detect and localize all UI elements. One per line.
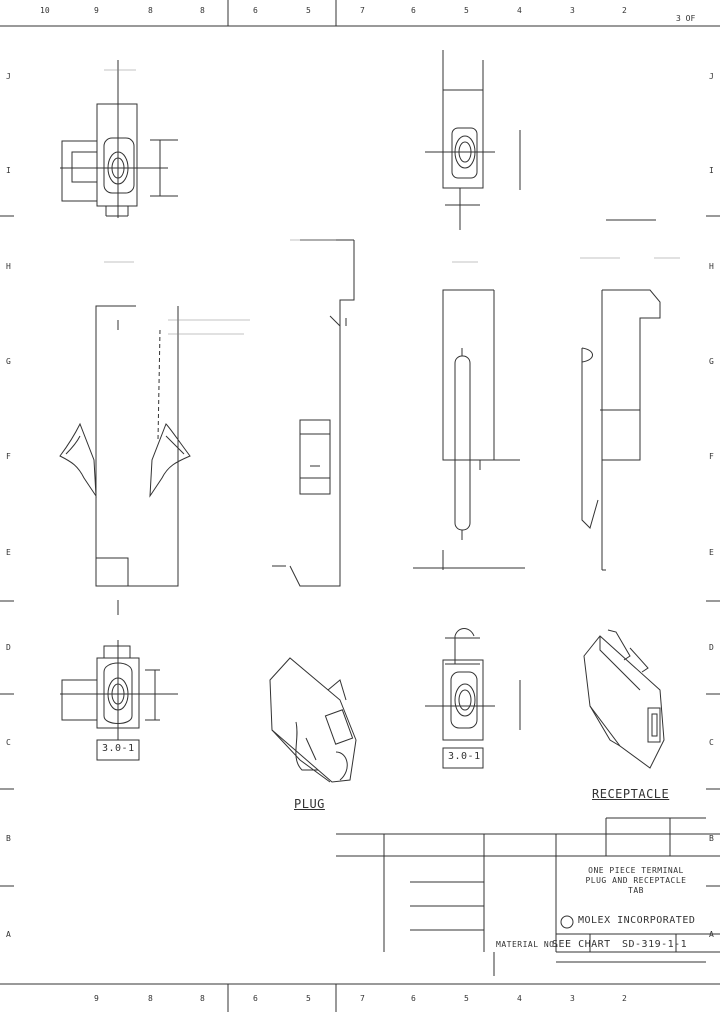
receptacle-top-view [413,289,525,570]
col-label: 9 [94,994,99,1003]
col-label: 5 [464,6,469,15]
col-label: 6 [411,6,416,15]
dimension-annotations [104,69,680,335]
row-label: D [6,643,11,652]
plug-end-mark: 3.0-1 [102,743,135,754]
row-label: G [709,357,714,366]
row-label: C [6,738,11,747]
col-label: 3 [570,994,575,1003]
receptacle-isometric-view [583,629,665,769]
row-label: D [709,643,714,652]
col-label: 4 [517,6,522,15]
col-label: 2 [622,994,627,1003]
plug-view-label: PLUG [294,797,325,811]
row-label: I [6,166,11,175]
row-label: J [6,72,11,81]
col-label: 8 [200,994,205,1003]
plug-bottom-end-view [60,640,178,761]
row-label: F [6,452,11,461]
title-line: PLUG AND RECEPTACLE [585,876,687,885]
sheet-number: 3 OF [676,14,696,23]
plug-isometric-view [269,657,357,783]
material-label: MATERIAL NO. [496,940,560,949]
col-label: 7 [360,994,365,1003]
row-label: E [6,548,11,557]
row-label: E [709,548,714,557]
plug-side-view [272,239,355,587]
col-label: 6 [253,994,258,1003]
col-label: 2 [622,6,627,15]
row-label: J [709,72,714,81]
row-label: I [709,166,714,175]
col-label: 5 [306,6,311,15]
row-label: C [709,738,714,747]
col-label: 5 [464,994,469,1003]
col-label: 8 [200,6,205,15]
receptacle-bottom-end-view [425,628,521,769]
col-label: 4 [517,994,522,1003]
row-label: A [709,930,714,939]
see-chart: SEE CHART [552,939,611,950]
col-label: 8 [148,994,153,1003]
plug-top-end-view [60,60,178,218]
receptacle-side-view [581,219,661,571]
col-label: 7 [360,6,365,15]
row-label: H [6,262,11,271]
col-label: 6 [411,994,416,1003]
row-label: A [6,930,11,939]
receptacle-end-mark: 3.0-1 [448,751,481,762]
plug-top-view [59,305,191,615]
col-label: 8 [148,6,153,15]
row-label: B [6,834,11,843]
title-line: TAB [628,886,644,895]
title-block [336,817,720,976]
title-line: ONE PIECE TERMINAL [588,866,684,875]
receptacle-view-label: RECEPTACLE [592,787,670,801]
row-label: G [6,357,11,366]
row-label: B [709,834,714,843]
document-number: SD-319-1-1 [622,939,688,950]
col-label: 6 [253,6,258,15]
row-label: H [709,262,714,271]
col-label: 3 [570,6,575,15]
col-label: 5 [306,994,311,1003]
col-label: 9 [94,6,99,15]
receptacle-top-end-view [425,50,521,230]
col-label: 10 [40,6,50,15]
row-label: F [709,452,714,461]
drawing-title: ONE PIECE TERMINAL PLUG AND RECEPTACLE T… [566,866,706,896]
company-name: MOLEX INCORPORATED [578,915,696,926]
